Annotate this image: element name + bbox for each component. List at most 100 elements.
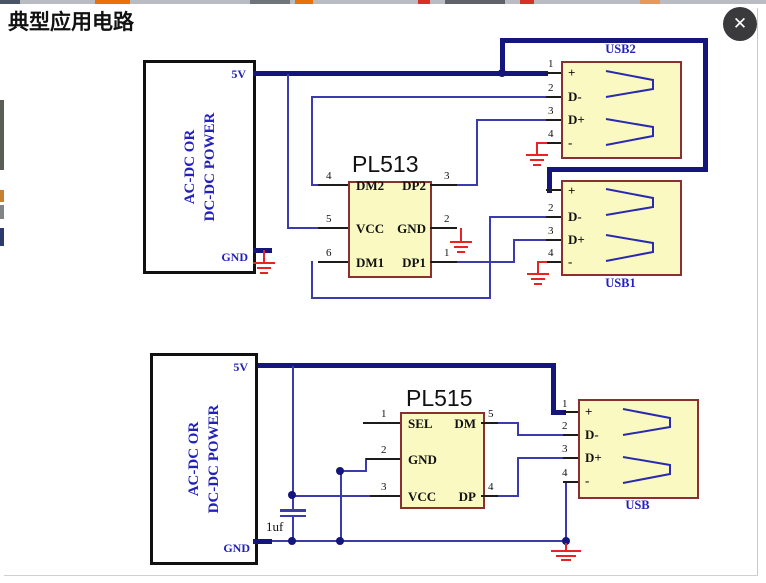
pin-stub <box>370 495 400 497</box>
close-icon: ✕ <box>732 14 748 33</box>
pin-label: SEL <box>408 416 433 431</box>
wire-segment <box>551 410 566 415</box>
pin-label: + <box>568 183 576 198</box>
pin-number: 1 <box>548 58 554 70</box>
pin-number: 3 <box>548 105 554 117</box>
pin-stub <box>546 72 561 74</box>
pin-stub <box>363 422 400 424</box>
junction-dot <box>498 69 506 77</box>
pin-number: 5 <box>488 408 494 420</box>
junction-dot <box>336 467 344 475</box>
capacitor-label: 1uf <box>266 519 284 534</box>
wire-segment <box>340 470 342 541</box>
page-edge-artifact <box>250 0 290 4</box>
wire-segment <box>497 422 519 424</box>
pin-label: - <box>585 473 590 488</box>
pin-number: 6 <box>326 247 332 259</box>
power-2-gnd-label: GND <box>223 541 250 555</box>
wire-segment <box>293 495 373 497</box>
wire-segment <box>500 38 708 43</box>
pin-stub <box>546 261 561 263</box>
pin-stub <box>318 184 348 186</box>
chip-pl515 <box>400 412 485 509</box>
usb-contact-icon <box>605 188 654 262</box>
usb-connector <box>578 399 699 499</box>
wire-segment <box>287 227 321 229</box>
pin-label: D+ <box>585 450 602 465</box>
wire-segment <box>272 540 566 542</box>
usb2-title: USB2 <box>605 42 636 56</box>
chip-name-pl515: PL515 <box>406 385 473 411</box>
pin-label: D+ <box>568 232 585 247</box>
wire-segment <box>311 261 313 299</box>
pin-stub <box>430 227 457 229</box>
page-title: 典型应用电路 <box>8 11 134 34</box>
wire-segment <box>489 216 491 299</box>
pin-stub <box>546 96 561 98</box>
pin-stub <box>563 434 578 436</box>
page-edge-artifact <box>445 0 505 4</box>
close-button[interactable]: ✕ <box>723 7 757 41</box>
wire-segment <box>517 457 519 497</box>
wire-segment <box>365 458 367 472</box>
wire-segment <box>547 167 552 193</box>
pin-stub <box>563 411 578 413</box>
page-edge-artifact <box>520 0 534 4</box>
wire-segment <box>280 509 306 512</box>
pin-stub <box>546 189 561 191</box>
page-edge-artifact <box>0 100 4 170</box>
pin-label: GND <box>397 221 426 236</box>
page-edge-artifact <box>0 190 4 202</box>
power-1-5v-label: 5V <box>231 67 246 81</box>
usb1-title: USB1 <box>605 276 636 290</box>
usb1-connector <box>561 180 682 276</box>
page-edge-artifact <box>0 205 4 219</box>
pin-stub <box>546 119 561 121</box>
wire-segment <box>565 481 567 541</box>
pin-stub <box>546 216 561 218</box>
pin-stub <box>563 457 578 459</box>
pin-label: DM1 <box>356 255 385 270</box>
pin-number: 2 <box>548 202 554 214</box>
pin-label: DM2 <box>356 178 385 193</box>
pin-label: D+ <box>568 112 585 127</box>
panel-bottom-border <box>4 575 758 576</box>
pin-number: 4 <box>562 467 568 479</box>
pin-stub <box>366 458 400 460</box>
page-edge-artifact <box>0 228 4 246</box>
junction-dot <box>288 537 296 545</box>
pin-stub <box>430 184 457 186</box>
junction-dot <box>562 537 570 545</box>
pin-number: 3 <box>381 481 387 493</box>
wire-segment <box>497 495 519 497</box>
pin-label: + <box>585 404 593 419</box>
pin-number: 2 <box>444 213 450 225</box>
pin-label: - <box>568 135 573 150</box>
wire-segment <box>292 366 294 496</box>
page-edge-artifact <box>95 0 130 4</box>
pin-number: 1 <box>381 408 387 420</box>
wire-segment <box>517 457 565 459</box>
pin-number: 4 <box>326 170 332 182</box>
pin-stub <box>481 422 498 424</box>
pin-label: - <box>568 254 573 269</box>
pin-label: DP2 <box>402 178 426 193</box>
wire-segment <box>311 297 491 299</box>
pin-label: VCC <box>356 221 385 236</box>
wire-segment <box>513 239 515 263</box>
usb-contact-icon <box>605 70 654 146</box>
pin-label: DP <box>458 489 476 504</box>
pin-label: D- <box>568 89 582 104</box>
wire-segment <box>703 38 708 172</box>
pin-stub <box>318 261 348 263</box>
wire-segment <box>517 434 565 436</box>
wire-segment <box>455 184 478 186</box>
wire-segment <box>253 248 272 253</box>
pin-label: VCC <box>408 489 437 504</box>
wire-segment <box>311 96 313 186</box>
chip-name-pl513: PL513 <box>352 151 419 177</box>
pin-number: 3 <box>562 443 568 455</box>
pin-label: DM <box>454 416 476 431</box>
